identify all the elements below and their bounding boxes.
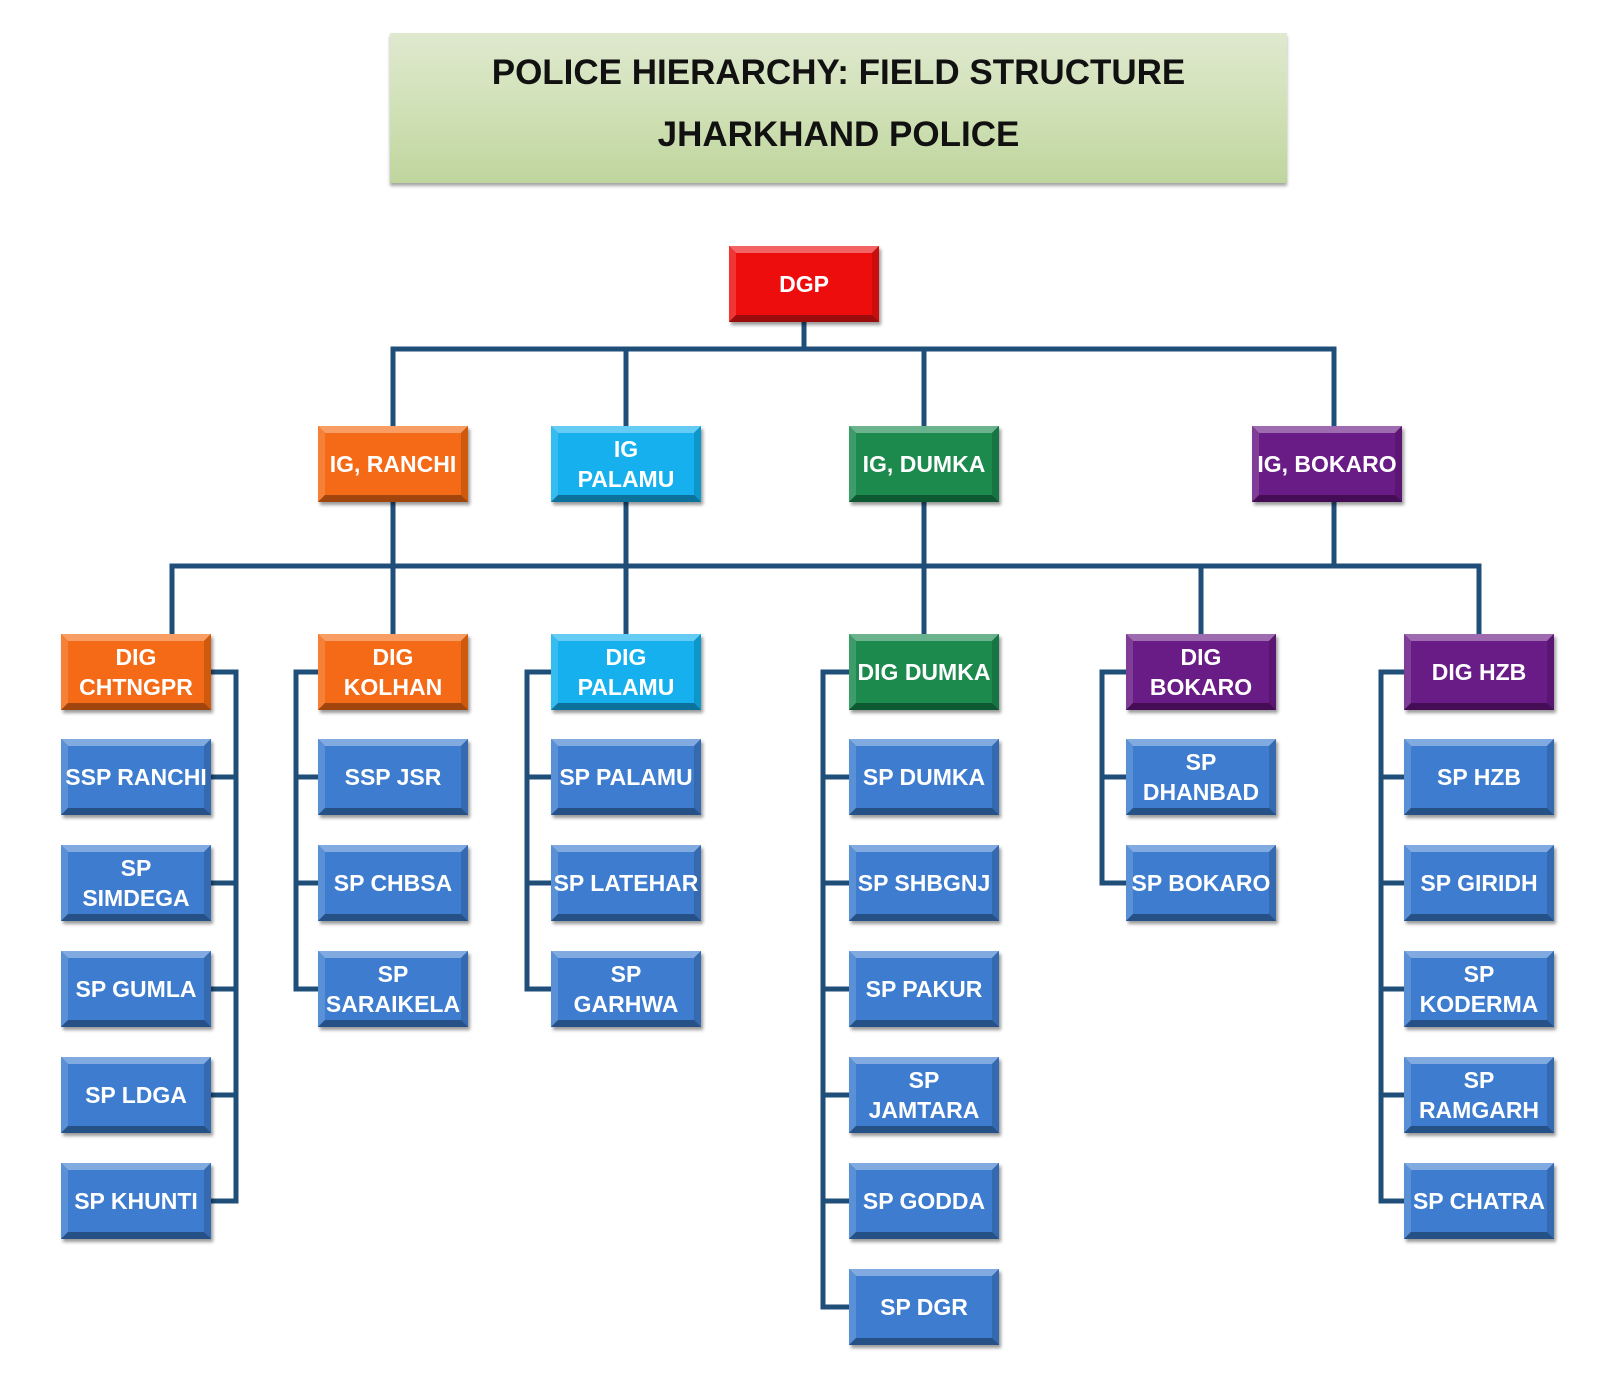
ig-box-label: PALAMU (578, 466, 675, 492)
sp-box-label: SP CHATRA (1413, 1188, 1545, 1214)
sp-box: SP GUMLA (61, 951, 211, 1027)
sp-box-label: SIMDEGA (82, 885, 189, 911)
ig-box-label: IG, BOKARO (1257, 451, 1396, 477)
sp-box: SP JAMTARA (849, 1057, 999, 1133)
sp-box-label: GARHWA (574, 991, 679, 1017)
dig-box-label: CHTNGPR (79, 674, 193, 700)
sp-box-label: SP SHBGNJ (858, 870, 991, 896)
ig-box: IG, BOKARO (1252, 426, 1402, 502)
sp-box-label: SP LATEHAR (554, 870, 699, 896)
sp-box: SP DGR (849, 1269, 999, 1345)
sp-box: SP GIRIDH (1404, 845, 1554, 921)
dig-box-label: DIG DUMKA (858, 659, 991, 685)
ig-box: IG, DUMKA (849, 426, 999, 502)
sp-box-label: SP (378, 961, 409, 987)
sp-box-label: SP PAKUR (866, 976, 983, 1002)
connector-lines (169, 319, 1482, 1310)
sp-box: SP CHATRA (1404, 1163, 1554, 1239)
diagram-title: POLICE HIERARCHY: FIELD STRUCTURE (491, 53, 1186, 92)
sp-box-label: SP GUMLA (76, 976, 197, 1002)
sp-box-label: SP DGR (880, 1294, 968, 1320)
sp-box-label: SP GODDA (863, 1188, 985, 1214)
dig-box: DIG KOLHAN (318, 634, 468, 710)
sp-box: SP SARAIKELA (318, 951, 468, 1027)
dig-box-label: BOKARO (1150, 674, 1252, 700)
ig-box-label: IG (614, 436, 638, 462)
sp-box-label: JAMTARA (869, 1097, 980, 1123)
sp-box-label: SP (1186, 749, 1217, 775)
dig-box: DIG HZB (1404, 634, 1554, 710)
diagram-title-box: POLICE HIERARCHY: FIELD STRUCTURE JHARKH… (390, 33, 1287, 183)
sp-box-label: SSP JSR (345, 764, 442, 790)
dig-box: DIG BOKARO (1126, 634, 1276, 710)
sp-box-label: SP KHUNTI (74, 1188, 198, 1214)
sp-box: SSP JSR (318, 739, 468, 815)
sp-box: SSP RANCHI (61, 739, 211, 815)
dig-box: DIG DUMKA (849, 634, 999, 710)
dgp-box-label: DGP (779, 271, 829, 297)
sp-box: SP KHUNTI (61, 1163, 211, 1239)
sp-box: SP PALAMU (551, 739, 701, 815)
dig-box-label: DIG (373, 644, 414, 670)
dig-box-label: DIG HZB (1432, 659, 1527, 685)
dig-box-label: DIG (116, 644, 157, 670)
sp-box-label: KODERMA (1420, 991, 1539, 1017)
sp-box: SP SIMDEGA (61, 845, 211, 921)
sp-box-label: SP (121, 855, 152, 881)
dgp-box: DGP (729, 246, 879, 322)
sp-box: SP BOKARO (1126, 845, 1276, 921)
sp-box: SP LATEHAR (551, 845, 701, 921)
org-boxes: DGP IG, RANCHI IG PALAMU IG, DUMKA IG, BOKARO… (61, 246, 1554, 1345)
dig-box-label: KOLHAN (344, 674, 442, 700)
sp-box: SP RAMGARH (1404, 1057, 1554, 1133)
sp-box: SP GARHWA (551, 951, 701, 1027)
ig-box: IG PALAMU (551, 426, 701, 502)
sp-box-label: SP HZB (1437, 764, 1521, 790)
sp-box-label: SP LDGA (85, 1082, 187, 1108)
sp-box: SP DHANBAD (1126, 739, 1276, 815)
sp-box-label: SP DUMKA (863, 764, 985, 790)
dig-box-label: DIG (1181, 644, 1222, 670)
sp-box-label: SSP RANCHI (65, 764, 206, 790)
sp-box: SP KODERMA (1404, 951, 1554, 1027)
dig-box: DIG PALAMU (551, 634, 701, 710)
sp-box-label: DHANBAD (1143, 779, 1259, 805)
sp-box: SP GODDA (849, 1163, 999, 1239)
sp-box-label: SARAIKELA (326, 991, 460, 1017)
sp-box-label: SP (909, 1067, 940, 1093)
sp-box: SP SHBGNJ (849, 845, 999, 921)
dig-box-label: PALAMU (578, 674, 675, 700)
sp-box-label: SP PALAMU (559, 764, 692, 790)
ig-box-label: IG, RANCHI (330, 451, 457, 477)
sp-box: SP CHBSA (318, 845, 468, 921)
sp-box-label: SP CHBSA (334, 870, 452, 896)
sp-box: SP LDGA (61, 1057, 211, 1133)
ig-box-label: IG, DUMKA (863, 451, 986, 477)
dig-box-label: DIG (606, 644, 647, 670)
sp-box-label: SP BOKARO (1132, 870, 1271, 896)
diagram-subtitle: JHARKHAND POLICE (657, 115, 1020, 154)
ig-box: IG, RANCHI (318, 426, 468, 502)
sp-box: SP HZB (1404, 739, 1554, 815)
dig-box: DIG CHTNGPR (61, 634, 211, 710)
sp-box: SP PAKUR (849, 951, 999, 1027)
sp-box-label: SP (1464, 961, 1495, 987)
sp-box-label: SP GIRIDH (1420, 870, 1537, 896)
sp-box: SP DUMKA (849, 739, 999, 815)
sp-box-label: RAMGARH (1419, 1097, 1539, 1123)
sp-box-label: SP (1464, 1067, 1495, 1093)
sp-box-label: SP (611, 961, 642, 987)
